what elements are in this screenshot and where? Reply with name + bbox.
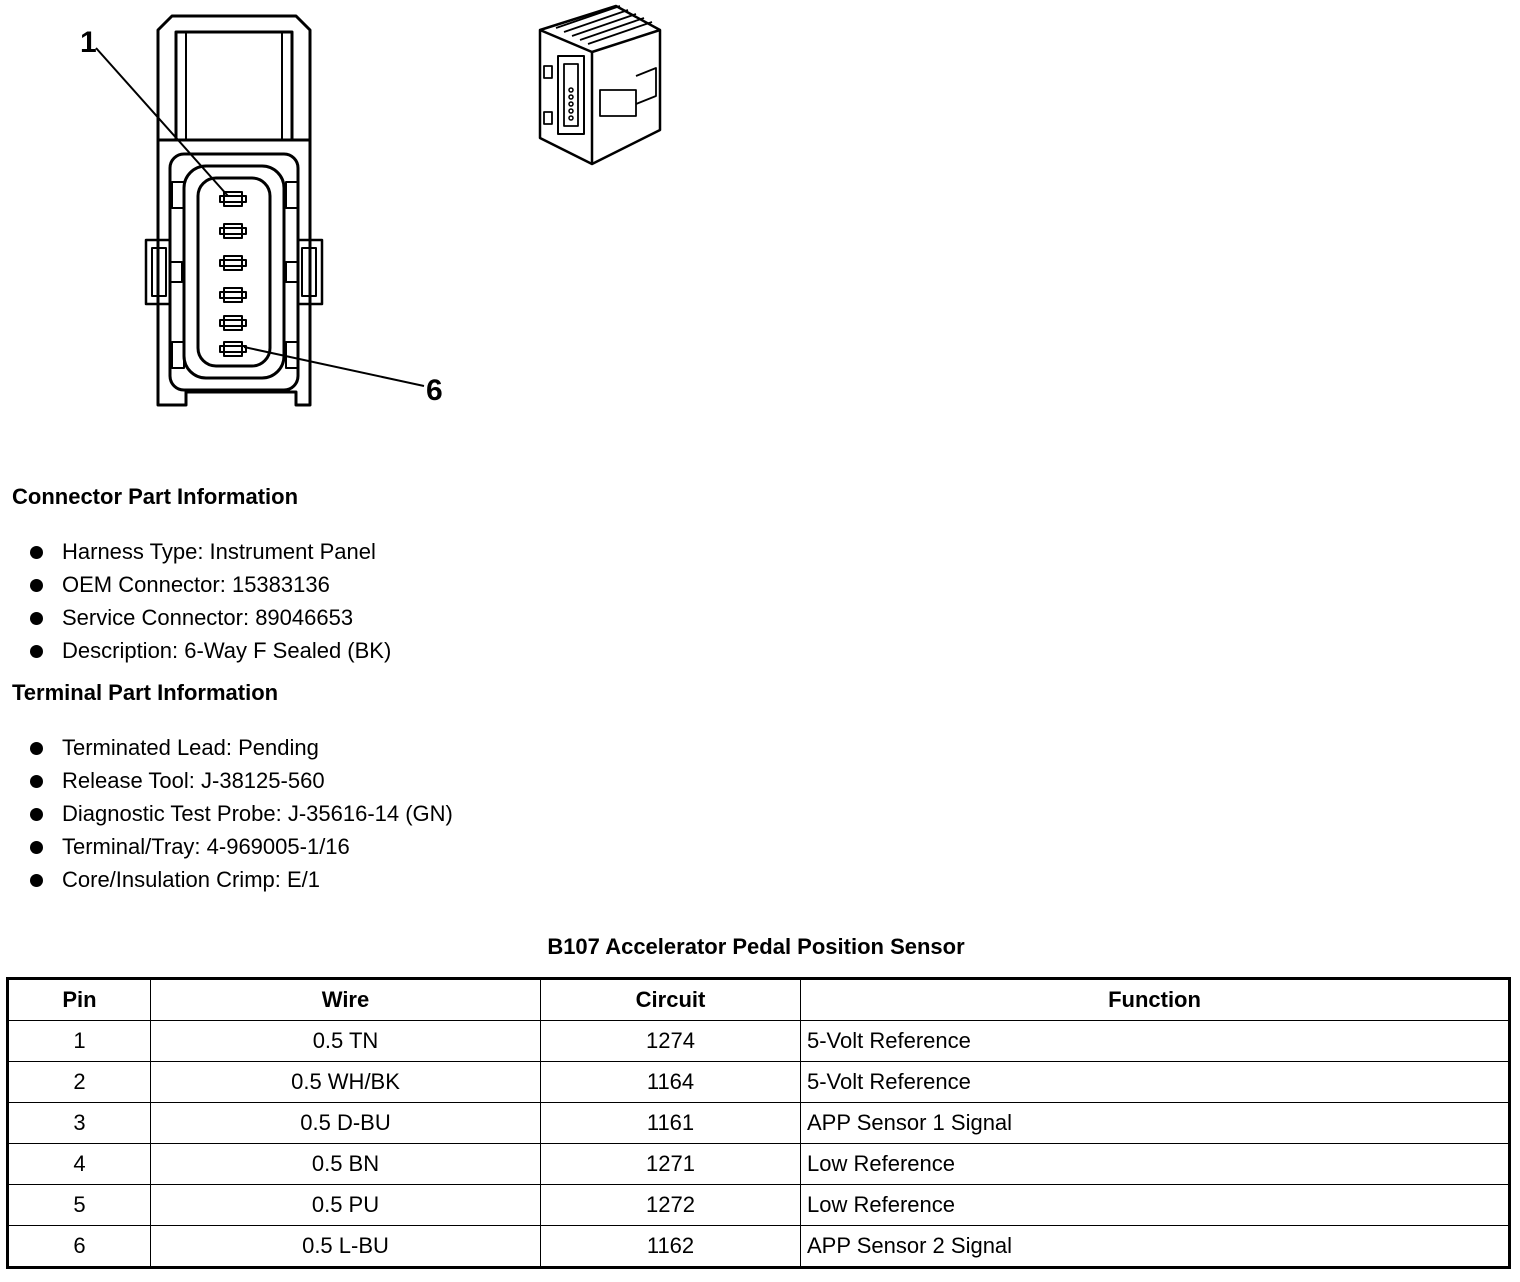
cell-circuit: 1274	[540, 1020, 801, 1062]
cell-function: APP Sensor 1 Signal	[800, 1102, 1510, 1144]
bullet-icon	[30, 579, 43, 592]
cell-function: 5-Volt Reference	[800, 1020, 1510, 1062]
bullet-icon	[30, 775, 43, 788]
table-row: 3 0.5 D-BU 1161 APP Sensor 1 Signal	[7, 1102, 1510, 1144]
cell-function: APP Sensor 2 Signal	[800, 1225, 1510, 1268]
list-item: Terminal/Tray: 4-969005-1/16	[30, 830, 453, 863]
cell-wire: 0.5 BN	[150, 1143, 541, 1185]
terminal-info-title: Terminal Part Information	[12, 680, 279, 705]
list-item: Description: 6-Way F Sealed (BK)	[30, 634, 391, 667]
pin-6-callout: 6	[426, 374, 443, 407]
terminal-tray: Terminal/Tray: 4-969005-1/16	[62, 834, 350, 859]
cell-circuit: 1161	[540, 1102, 801, 1144]
table-row: 1 0.5 TN 1274 5-Volt Reference	[7, 1020, 1510, 1062]
terminal-crimp: Core/Insulation Crimp: E/1	[62, 867, 320, 892]
cell-pin: 2	[7, 1061, 151, 1103]
list-item: Core/Insulation Crimp: E/1	[30, 863, 453, 896]
table-row: 5 0.5 PU 1272 Low Reference	[7, 1184, 1510, 1226]
bullet-icon	[30, 645, 43, 658]
cell-circuit: 1162	[540, 1225, 801, 1268]
bullet-icon	[30, 874, 43, 887]
connector-harness-type: Harness Type: Instrument Panel	[62, 539, 376, 564]
cell-wire: 0.5 WH/BK	[150, 1061, 541, 1103]
list-item: Diagnostic Test Probe: J-35616-14 (GN)	[30, 797, 453, 830]
connector-info-title: Connector Part Information	[12, 484, 299, 509]
bullet-icon	[30, 612, 43, 625]
connector-description: Description: 6-Way F Sealed (BK)	[62, 638, 392, 663]
connector-service: Service Connector: 89046653	[62, 605, 354, 630]
cell-circuit: 1164	[540, 1061, 801, 1103]
cell-circuit: 1272	[540, 1184, 801, 1226]
col-header-pin: Pin	[7, 978, 151, 1021]
col-header-wire: Wire	[150, 978, 541, 1021]
list-item: Service Connector: 89046653	[30, 601, 391, 634]
terminal-test-probe: Diagnostic Test Probe: J-35616-14 (GN)	[62, 801, 453, 826]
connector-oem: OEM Connector: 15383136	[62, 572, 330, 597]
terminal-lead: Terminated Lead: Pending	[62, 735, 319, 760]
cell-function: 5-Volt Reference	[800, 1061, 1510, 1103]
list-item: Terminated Lead: Pending	[30, 731, 453, 764]
connector-info-list: Harness Type: Instrument Panel OEM Conne…	[30, 535, 391, 667]
list-item: Release Tool: J-38125-560	[30, 764, 453, 797]
connector-face-diagram	[95, 14, 425, 407]
cell-wire: 0.5 L-BU	[150, 1225, 541, 1268]
cell-pin: 5	[7, 1184, 151, 1226]
pin-1-callout: 1	[80, 26, 97, 59]
bullet-icon	[30, 841, 43, 854]
table-title: B107 Accelerator Pedal Position Sensor	[547, 934, 965, 959]
table-row: 2 0.5 WH/BK 1164 5-Volt Reference	[7, 1061, 1510, 1103]
cell-wire: 0.5 PU	[150, 1184, 541, 1226]
pinout-table: Pin Wire Circuit Function 1 0.5 TN 1274 …	[6, 977, 1511, 1269]
cell-pin: 4	[7, 1143, 151, 1185]
cell-wire: 0.5 TN	[150, 1020, 541, 1062]
cell-pin: 3	[7, 1102, 151, 1144]
col-header-circuit: Circuit	[540, 978, 801, 1021]
cell-circuit: 1271	[540, 1143, 801, 1185]
list-item: Harness Type: Instrument Panel	[30, 535, 391, 568]
col-header-function: Function	[800, 978, 1510, 1021]
bullet-icon	[30, 742, 43, 755]
cell-function: Low Reference	[800, 1143, 1510, 1185]
connector-isometric-diagram	[538, 4, 662, 166]
cell-pin: 6	[7, 1225, 151, 1268]
cell-pin: 1	[7, 1020, 151, 1062]
table-row: 6 0.5 L-BU 1162 APP Sensor 2 Signal	[7, 1225, 1510, 1268]
list-item: OEM Connector: 15383136	[30, 568, 391, 601]
table-header-row: Pin Wire Circuit Function	[7, 978, 1510, 1021]
bullet-icon	[30, 546, 43, 559]
table-row: 4 0.5 BN 1271 Low Reference	[7, 1143, 1510, 1185]
terminal-info-list: Terminated Lead: Pending Release Tool: J…	[30, 731, 453, 896]
cell-wire: 0.5 D-BU	[150, 1102, 541, 1144]
cell-function: Low Reference	[800, 1184, 1510, 1226]
bullet-icon	[30, 808, 43, 821]
terminal-release-tool: Release Tool: J-38125-560	[62, 768, 325, 793]
